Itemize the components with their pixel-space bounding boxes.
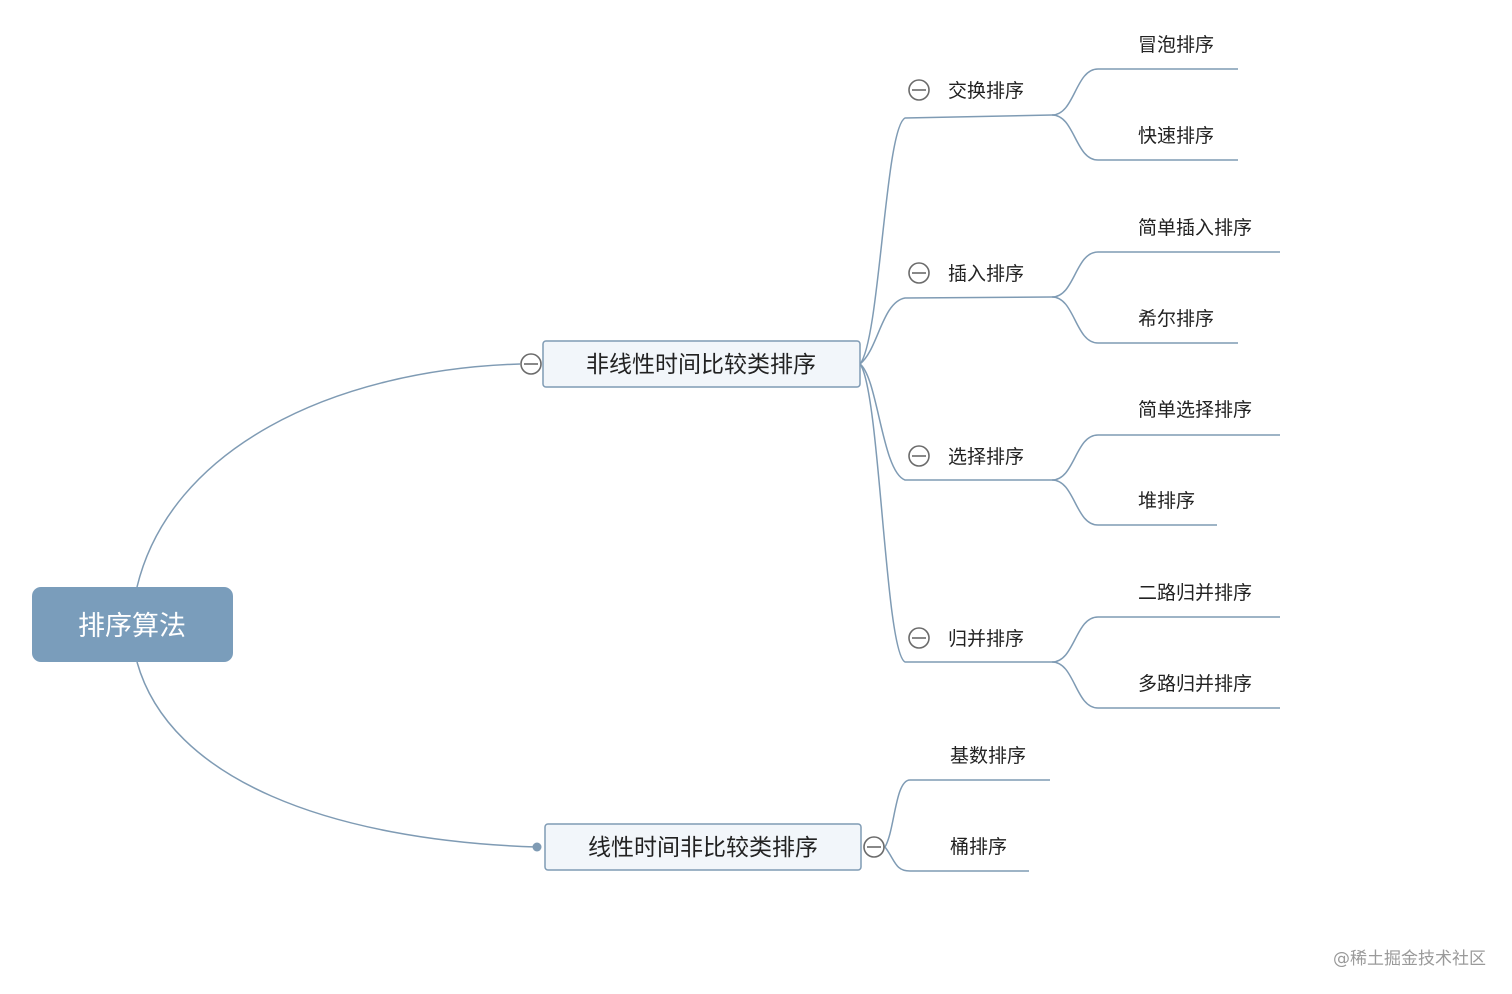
subtopic-label: 归并排序 bbox=[948, 628, 1024, 650]
subtopic-label: 选择排序 bbox=[948, 446, 1024, 468]
leaf-quick-sort[interactable]: 快速排序 bbox=[1138, 125, 1214, 147]
leaf-shell-sort[interactable]: 希尔排序 bbox=[1138, 308, 1214, 330]
minus-circle-icon[interactable] bbox=[908, 262, 930, 284]
leaf-multi-way-merge-sort[interactable]: 多路归并排序 bbox=[1138, 673, 1252, 695]
subtopic-label: 插入排序 bbox=[948, 263, 1024, 285]
connector-root-branch2 bbox=[136, 661, 537, 848]
root-node-label: 排序算法 bbox=[78, 611, 186, 642]
subtopic-selection-sort[interactable]: 选择排序 bbox=[908, 445, 1024, 468]
subtopic-merge-sort[interactable]: 归并排序 bbox=[908, 627, 1024, 650]
leaf-connectors bbox=[1051, 68, 1280, 709]
minus-circle-icon[interactable] bbox=[908, 445, 930, 467]
leaf-radix-sort[interactable]: 基数排序 bbox=[950, 745, 1026, 767]
branch2-connectors bbox=[884, 779, 1050, 872]
branch-node-label: 线性时间非比较类排序 bbox=[588, 835, 818, 861]
leaf-heap-sort[interactable]: 堆排序 bbox=[1138, 490, 1195, 512]
watermark-text: @稀土掘金技术社区 bbox=[1333, 949, 1486, 969]
leaf-bucket-sort[interactable]: 桶排序 bbox=[950, 836, 1007, 858]
branch-node-linear[interactable]: 线性时间非比较类排序 bbox=[544, 823, 862, 871]
minus-circle-icon[interactable] bbox=[908, 79, 930, 101]
connector-root-branch1 bbox=[136, 363, 521, 588]
leaf-two-way-merge-sort[interactable]: 二路归并排序 bbox=[1138, 582, 1252, 604]
minus-circle-icon[interactable] bbox=[908, 627, 930, 649]
leaf-simple-insertion-sort[interactable]: 简单插入排序 bbox=[1138, 217, 1252, 239]
branch-node-box bbox=[542, 340, 861, 388]
leaf-simple-selection-sort[interactable]: 简单选择排序 bbox=[1138, 399, 1252, 421]
minus-circle-icon[interactable] bbox=[520, 353, 542, 375]
connector-anchor-dot bbox=[532, 842, 542, 852]
branch-node-nonlinear[interactable]: 非线性时间比较类排序 bbox=[542, 340, 861, 388]
minus-circle-icon[interactable] bbox=[863, 836, 885, 858]
branch-node-box bbox=[544, 823, 862, 871]
subtopic-insertion-sort[interactable]: 插入排序 bbox=[908, 262, 1024, 285]
branch1-connectors bbox=[859, 114, 1053, 663]
leaf-bubble-sort[interactable]: 冒泡排序 bbox=[1138, 34, 1214, 56]
subtopic-label: 交换排序 bbox=[948, 80, 1024, 102]
root-node-box bbox=[32, 587, 233, 662]
branch-node-label: 非线性时间比较类排序 bbox=[586, 352, 816, 378]
subtopic-exchange-sort[interactable]: 交换排序 bbox=[908, 79, 1024, 102]
root-node[interactable]: 排序算法 bbox=[32, 587, 233, 662]
